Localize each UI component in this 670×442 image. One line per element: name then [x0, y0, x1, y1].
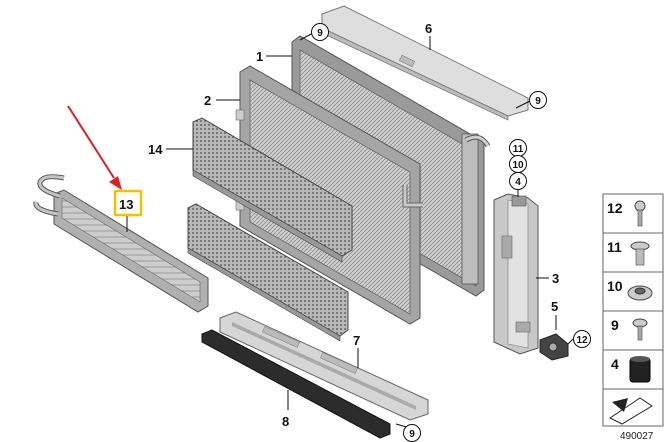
label-3: 3: [552, 271, 559, 286]
label-7: 7: [353, 333, 360, 348]
svg-text:10: 10: [512, 160, 524, 171]
grille-lower: [187, 203, 349, 342]
torx-screw-icon: [632, 318, 648, 341]
label-14: 14: [148, 142, 163, 157]
expanding-rivet-icon: [630, 241, 650, 266]
part-7-lower-air-guide: [219, 311, 429, 421]
part-13-auxiliary-cooler: [33, 174, 209, 313]
leader-lines: [126, 32, 574, 429]
circle-label-12: 12: [573, 330, 591, 348]
legend-number-10: 10: [607, 278, 623, 294]
circle-label-9-bottom: 9: [403, 424, 421, 442]
circle-label-4: 4: [509, 172, 527, 190]
part-8-seal-strip: [201, 329, 391, 439]
part-6-upper-air-duct: [321, 5, 529, 121]
part-3-side-bracket: [493, 193, 539, 355]
svg-text:9: 9: [409, 429, 415, 440]
circle-label-9-right: 9: [529, 91, 547, 109]
svg-text:4: 4: [515, 177, 521, 188]
svg-text:9: 9: [535, 96, 541, 107]
legend-number-11: 11: [607, 239, 622, 255]
screw-icon: [634, 200, 646, 227]
label-1: 1: [256, 49, 263, 64]
legend-number-12: 12: [607, 200, 623, 216]
circle-label-10: 10: [509, 155, 527, 173]
legend-number-4: 4: [611, 356, 619, 372]
svg-text:11: 11: [513, 144, 524, 155]
circle-label-11: 11: [509, 139, 527, 157]
part-5-mount-bracket: [539, 333, 569, 361]
label-8: 8: [282, 414, 289, 429]
svg-text:9: 9: [317, 28, 323, 39]
reference-arrow-icon: [609, 397, 653, 425]
label-2: 2: [204, 93, 211, 108]
circle-label-9-top: 9: [311, 23, 329, 41]
grommet-icon: [627, 285, 653, 301]
diagram-id: 490027: [620, 431, 654, 442]
label-6: 6: [425, 21, 432, 36]
svg-text:12: 12: [576, 335, 588, 346]
legend-number-9: 9: [611, 317, 619, 333]
legend-panel: 12 11 10 9 4: [602, 193, 664, 427]
rubber-mount-icon: [629, 356, 651, 383]
highlight-box-13: [113, 189, 143, 217]
label-5: 5: [551, 299, 558, 314]
part-14-grille-upper: [192, 117, 353, 263]
label-13: 13: [119, 197, 133, 212]
red-arrow-icon: [67, 105, 122, 190]
